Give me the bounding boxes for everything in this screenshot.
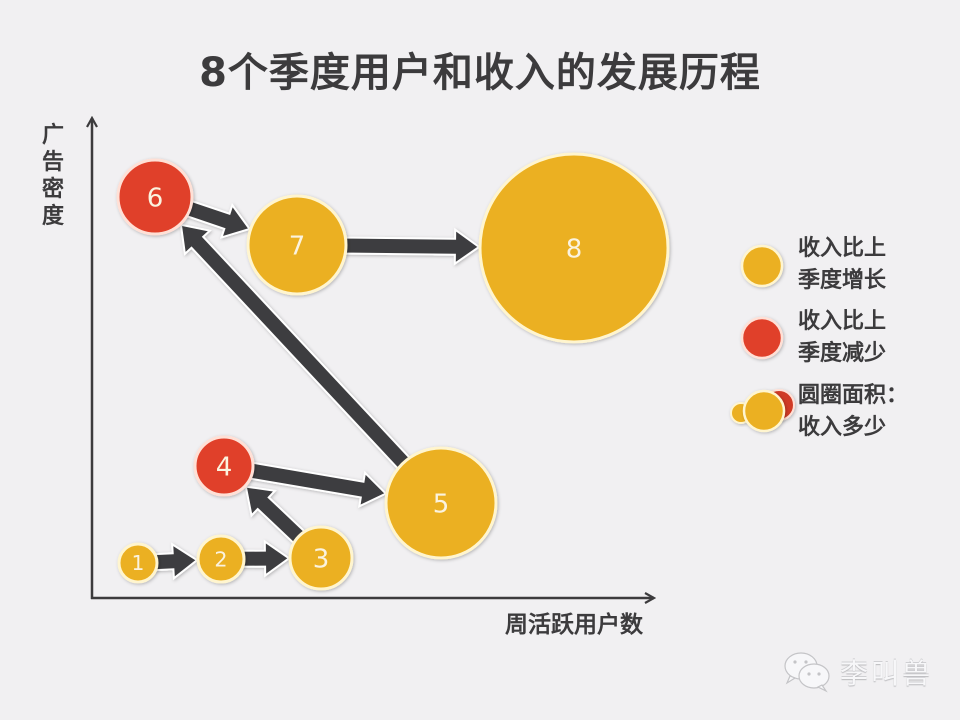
watermark: 李叫兽 — [782, 650, 933, 694]
legend-icons — [730, 244, 795, 433]
bubble-q3: 3 — [288, 525, 354, 591]
bubble-q7: 7 — [246, 194, 348, 296]
arrows-layer — [151, 198, 481, 581]
arrow-3-to-4 — [244, 485, 309, 547]
legend-decrease-swatch — [740, 316, 784, 360]
bubble-label: 3 — [313, 544, 330, 574]
bubble-label: 5 — [433, 489, 450, 519]
bubble-q6: 6 — [116, 158, 194, 236]
chart-title: 8个季度用户和收入的发展历程 — [199, 50, 761, 96]
arrow-6-to-7 — [182, 198, 252, 239]
x-axis-label: 周活跃用户数 — [505, 612, 643, 638]
axes — [91, 118, 654, 599]
bubble-q1: 1 — [117, 542, 159, 584]
legend-size-label: 圆圈面积： 收入多少 — [798, 383, 909, 440]
bubble-q8: 8 — [478, 152, 670, 344]
bubble-q4: 4 — [193, 435, 255, 497]
legend-decrease-label: 收入比上 季度减少 — [798, 309, 887, 366]
bubble-label: 8 — [566, 234, 583, 264]
bubbles-layer: 1 2 3 4 5 6 7 8 — [116, 152, 670, 591]
bubble-label: 2 — [214, 547, 227, 571]
bubble-q5: 5 — [384, 446, 498, 560]
legend-size-icon — [730, 389, 795, 433]
arrow-4-to-5 — [246, 461, 388, 509]
bubble-label: 1 — [132, 551, 145, 575]
legend-increase-swatch — [740, 244, 784, 288]
bubble-label: 7 — [289, 231, 306, 261]
bubble-q2: 2 — [196, 534, 246, 584]
arrow-1-to-2 — [151, 542, 199, 581]
arrow-7-to-8 — [340, 227, 481, 266]
arrow-5-to-6 — [179, 223, 414, 473]
watermark-text: 李叫兽 — [840, 657, 934, 690]
y-axis-label: 广告密度 — [41, 123, 64, 229]
bubble-label: 6 — [147, 183, 164, 213]
arrow-2-to-3 — [238, 539, 291, 578]
bubble-label: 4 — [216, 452, 233, 482]
legend-increase-label: 收入比上 季度增长 — [798, 236, 887, 293]
wechat-icon — [784, 652, 830, 693]
